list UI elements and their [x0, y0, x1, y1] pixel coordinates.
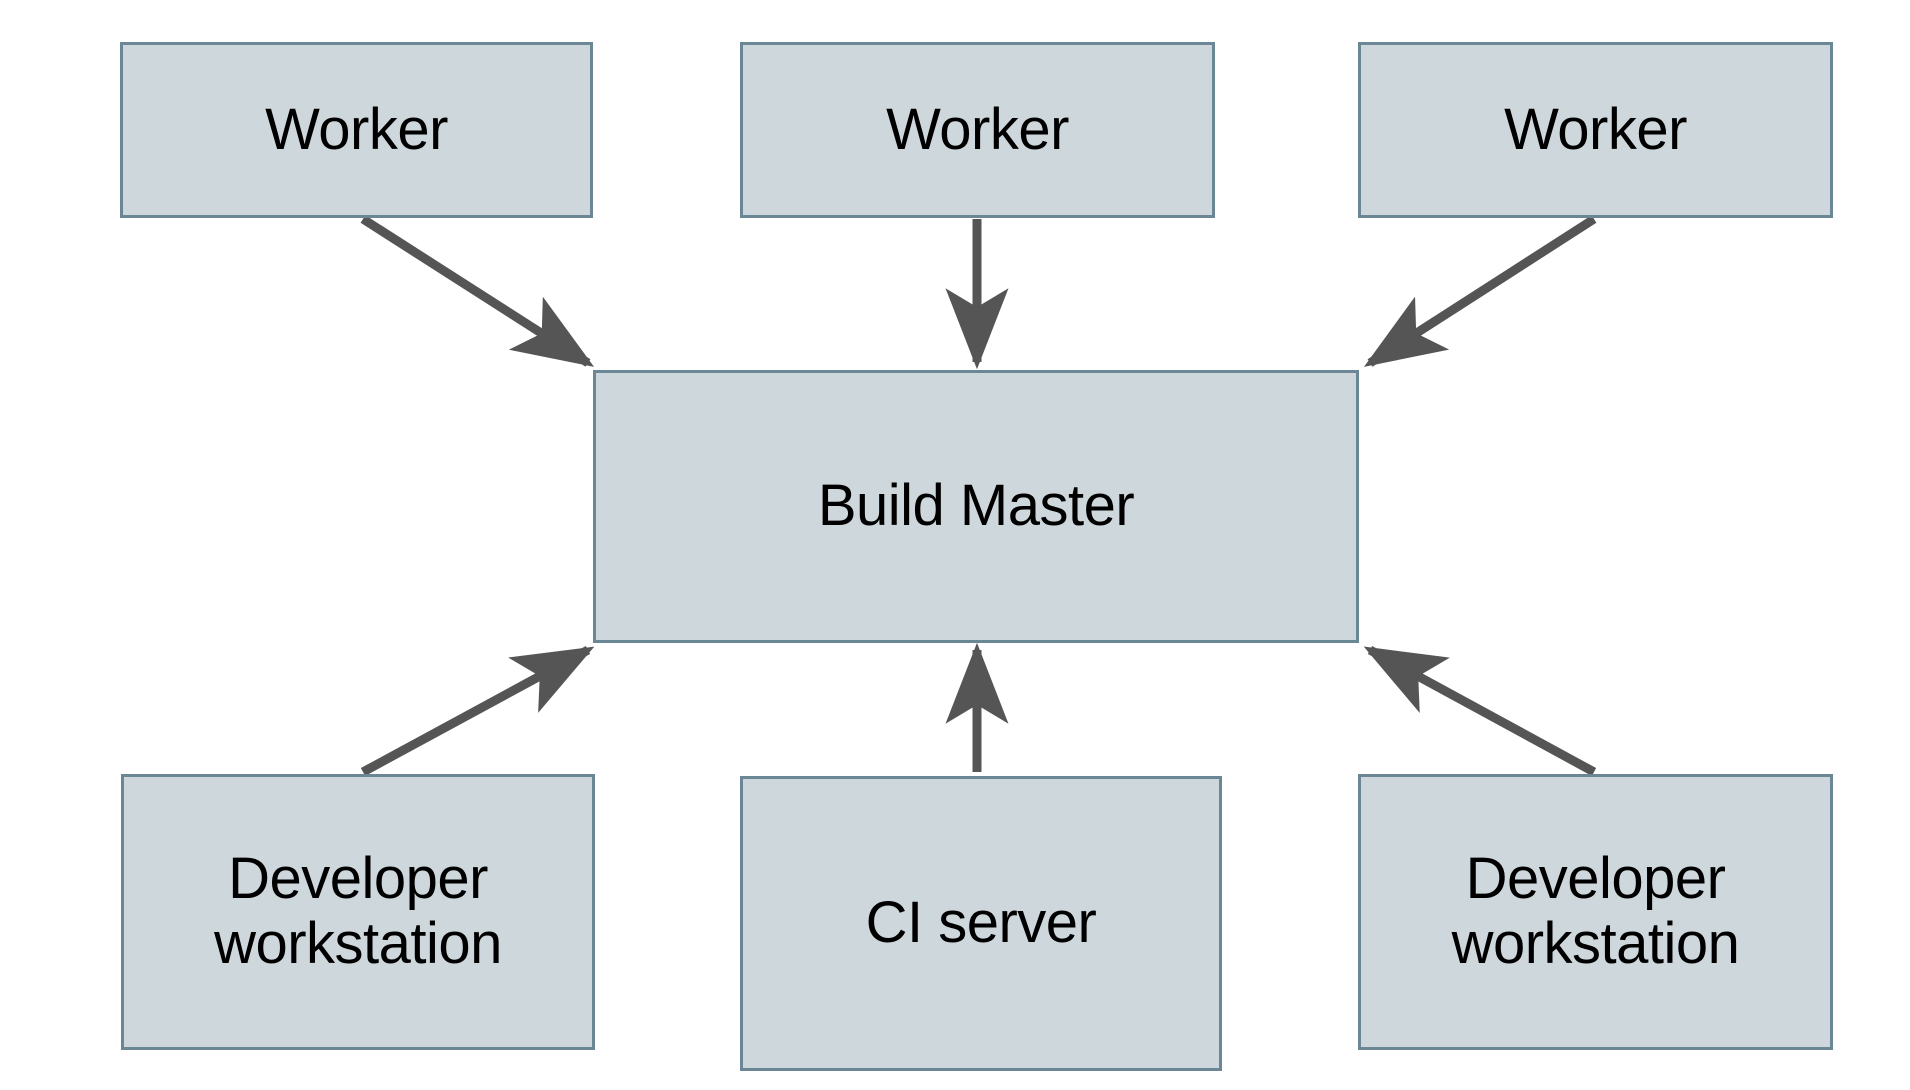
edge-dev-workstation-1-to-build-master — [360, 646, 595, 776]
node-worker-3[interactable]: Worker — [1358, 42, 1833, 218]
node-developer-workstation-right[interactable]: Developer workstation — [1358, 774, 1833, 1050]
node-build-master-label: Build Master — [817, 473, 1135, 539]
node-developer-workstation-left[interactable]: Developer workstation — [121, 774, 595, 1050]
node-build-master[interactable]: Build Master — [593, 370, 1359, 643]
node-ci-server-label: CI server — [865, 890, 1097, 956]
node-worker-3-label: Worker — [1504, 96, 1687, 162]
edge-dev-workstation-2-to-build-master — [1363, 646, 1597, 776]
node-worker-1[interactable]: Worker — [120, 42, 593, 218]
edge-worker-1-to-build-master — [360, 215, 595, 367]
node-worker-1-label: Worker — [265, 96, 448, 162]
edge-worker-3-to-build-master — [1363, 215, 1597, 367]
node-worker-2-label: Worker — [886, 96, 1069, 162]
node-ci-server[interactable]: CI server — [740, 776, 1222, 1071]
node-worker-2[interactable]: Worker — [740, 42, 1215, 218]
node-developer-workstation-right-label: Developer workstation — [1451, 846, 1740, 976]
node-developer-workstation-left-label: Developer workstation — [214, 846, 502, 976]
